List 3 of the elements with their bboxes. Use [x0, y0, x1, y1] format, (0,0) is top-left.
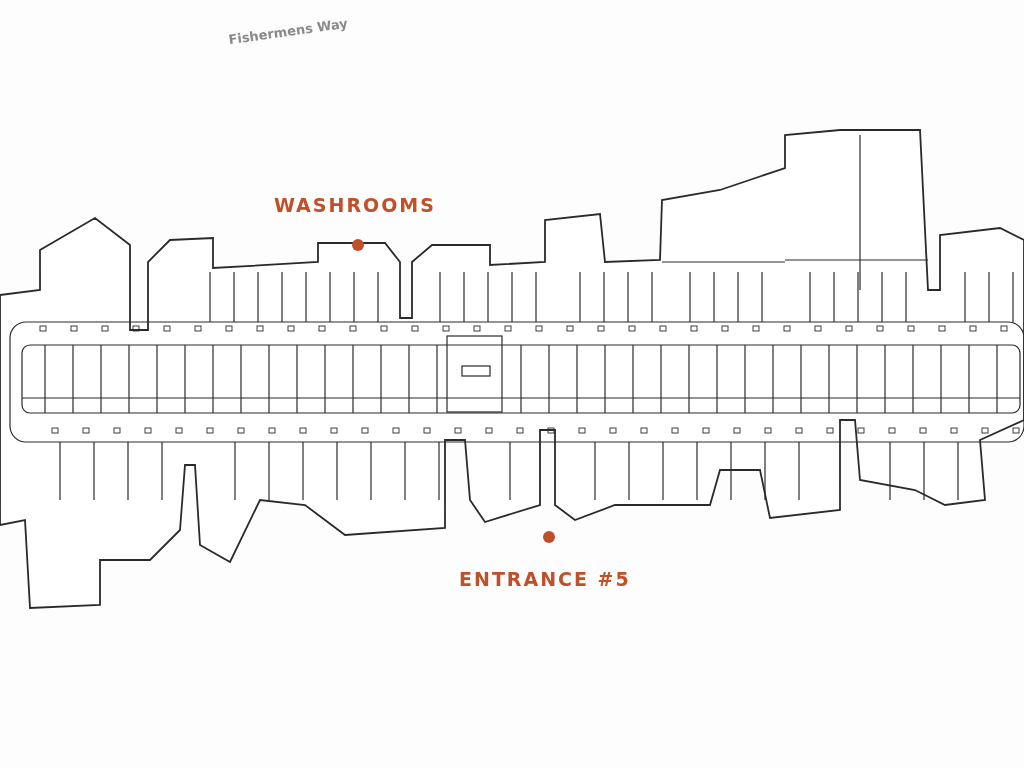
- place-label: ENTRANCE #5: [459, 568, 631, 590]
- street-name: Fishermens Way: [227, 15, 349, 48]
- place-label: WASHROOMS: [274, 194, 436, 216]
